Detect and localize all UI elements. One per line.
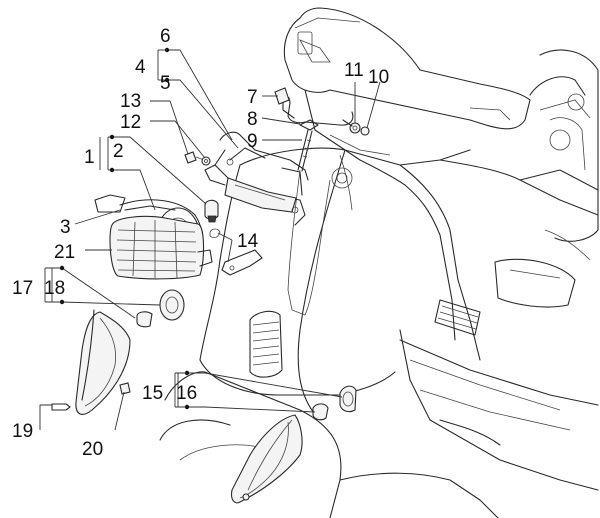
screw-12-13 bbox=[184, 151, 211, 166]
callout-5: 5 bbox=[160, 73, 171, 94]
screw-10-11 bbox=[342, 119, 370, 136]
callout-8: 8 bbox=[247, 109, 258, 130]
callout-9: 9 bbox=[247, 131, 258, 152]
callout-7: 7 bbox=[247, 87, 258, 108]
callout-21: 21 bbox=[54, 242, 75, 263]
cable-clip bbox=[274, 87, 354, 126]
scooter-body-outline bbox=[159, 7, 599, 518]
headlight-lens bbox=[109, 215, 213, 280]
callout-17: 17 bbox=[12, 278, 33, 299]
callout-4: 4 bbox=[135, 57, 146, 78]
group-brackets bbox=[51, 49, 187, 408]
callout-14: 14 bbox=[237, 231, 259, 252]
callout-10: 10 bbox=[368, 67, 389, 88]
callout-11: 11 bbox=[344, 60, 364, 81]
right-turn-signal bbox=[231, 385, 357, 504]
callout-3: 3 bbox=[60, 217, 71, 238]
callout-13: 13 bbox=[120, 91, 141, 112]
side-vent bbox=[434, 299, 481, 336]
callout-18: 18 bbox=[44, 278, 65, 299]
bulb-socket-18 bbox=[136, 289, 185, 328]
bolt-8-9 bbox=[297, 119, 319, 172]
callout-19: 19 bbox=[12, 421, 33, 442]
headlight-bulb bbox=[204, 199, 219, 223]
bracket-14 bbox=[209, 228, 263, 276]
callout-labels: 1 2 3 4 5 6 7 8 9 10 11 12 13 14 15 16 1… bbox=[12, 26, 389, 460]
horn-grille bbox=[249, 310, 283, 378]
callout-16: 16 bbox=[176, 383, 197, 404]
callout-12: 12 bbox=[120, 112, 141, 133]
callout-20: 20 bbox=[82, 439, 103, 460]
callout-15: 15 bbox=[142, 383, 163, 404]
callout-6: 6 bbox=[160, 26, 171, 47]
left-turn-signal bbox=[51, 309, 131, 415]
callout-1: 1 bbox=[84, 147, 95, 168]
callout-2: 2 bbox=[113, 141, 124, 162]
headlight-bracket bbox=[204, 131, 309, 226]
